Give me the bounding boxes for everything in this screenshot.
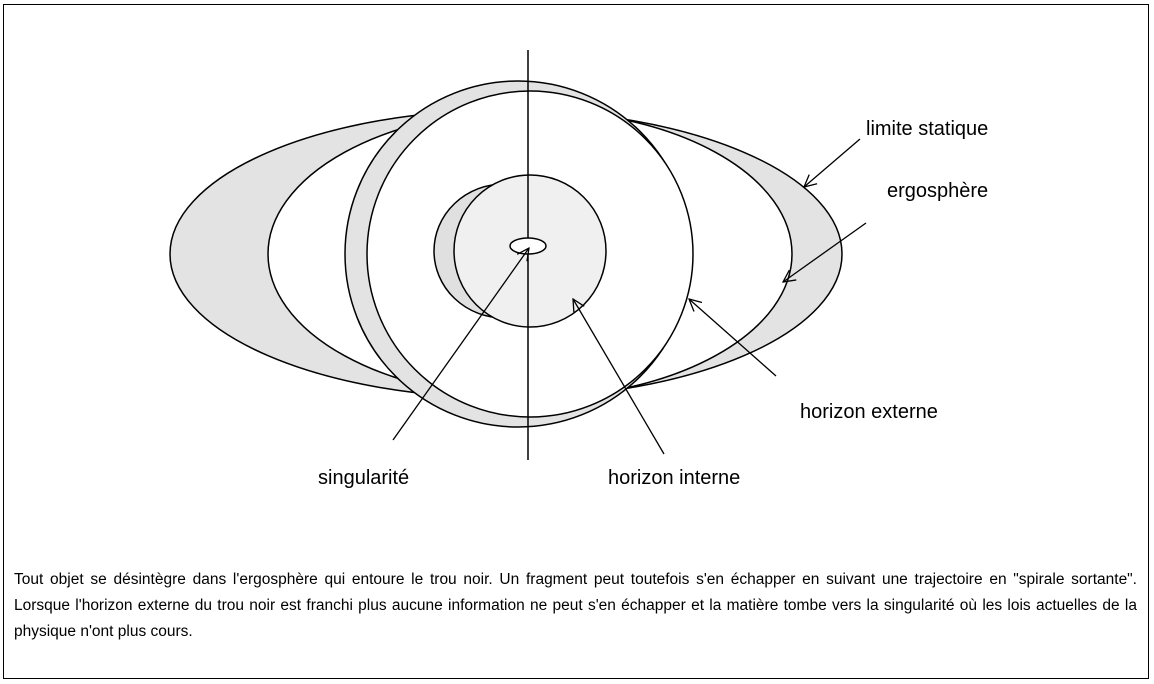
outer-horizon-label: horizon externe (800, 401, 938, 423)
inner-horizon-label: horizon interne (608, 467, 740, 489)
figure-frame (3, 4, 1149, 679)
static-limit-arrow (804, 138, 861, 187)
outer-horizon-arrow (689, 299, 777, 377)
singularity-arrow (392, 248, 529, 441)
ergosphere-arrow (783, 222, 867, 282)
inner-horizon-arrow (573, 299, 665, 455)
figure-caption: Tout objet se désintègre dans l'ergosphè… (14, 571, 1137, 640)
singularity-label: singularité (318, 467, 409, 489)
ergosphere-label: ergosphère (887, 180, 988, 202)
static-limit-label: limite statique (866, 118, 988, 140)
ring-singularity (509, 237, 547, 255)
